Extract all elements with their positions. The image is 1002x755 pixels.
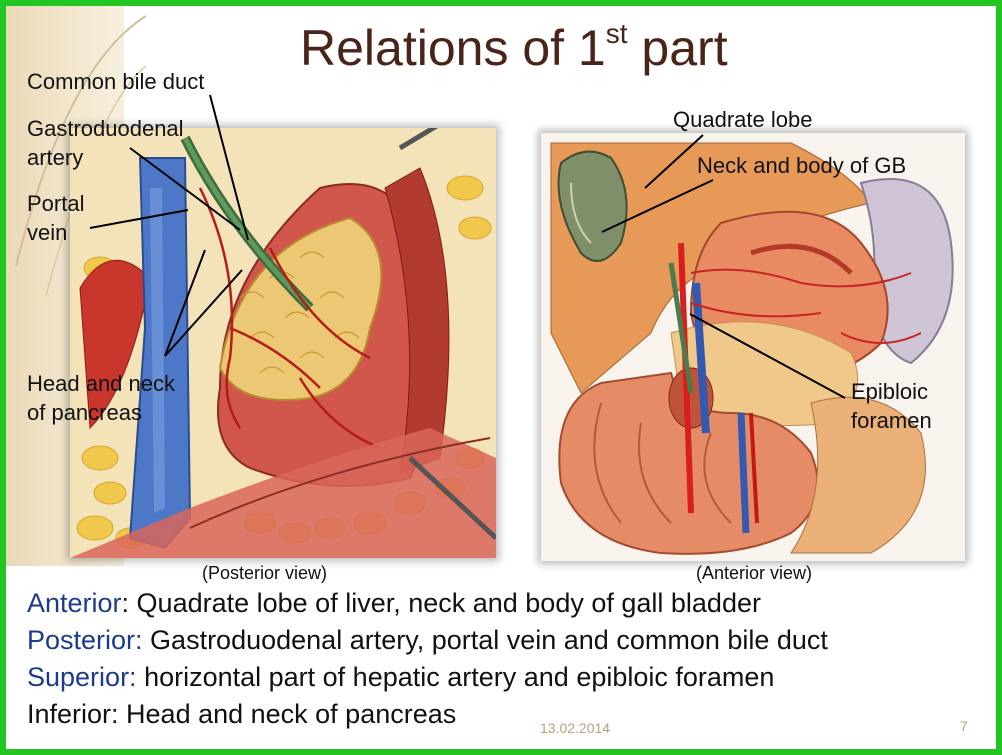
label-epiploic-foramen: Epibloic foramen: [851, 377, 932, 435]
label-portal-line2: vein: [27, 218, 84, 247]
anterior-relation: Anterior: Quadrate lobe of liver, neck a…: [27, 585, 977, 622]
anterior-text: : Quadrate lobe of liver, neck and body …: [122, 588, 761, 618]
anterior-view-illustration: [541, 133, 965, 561]
label-epiploic-line1: Epibloic: [851, 377, 932, 406]
posterior-text: Gastroduodenal artery, portal vein and c…: [143, 625, 828, 655]
label-gastroduodenal-artery: Gastroduodenal artery: [27, 114, 184, 172]
label-quadrate-lobe: Quadrate lobe: [673, 105, 812, 134]
label-gastroduodenal-line1: Gastroduodenal: [27, 114, 184, 143]
inferior-relation: Inferior: Head and neck of pancreas: [27, 696, 977, 733]
anterior-view-caption: (Anterior view): [696, 563, 812, 584]
posterior-term: Posterior:: [27, 625, 143, 655]
page-number: 7: [960, 718, 968, 734]
label-portal-vein: Portal vein: [27, 189, 84, 247]
posterior-view-illustration: [70, 128, 496, 558]
superior-term: Superior:: [27, 662, 137, 692]
anterior-term: Anterior: [27, 588, 122, 618]
label-epiploic-line2: foramen: [851, 406, 932, 435]
label-gastroduodenal-line2: artery: [27, 143, 184, 172]
label-head-line2: of pancreas: [27, 398, 175, 427]
superior-text: horizontal part of hepatic artery and ep…: [137, 662, 775, 692]
slide-title: Relations of 1st part: [300, 18, 840, 77]
superior-relation: Superior: horizontal part of hepatic art…: [27, 659, 977, 696]
slide-date: 13.02.2014: [540, 720, 610, 736]
posterior-view-caption: (Posterior view): [202, 563, 327, 584]
label-portal-line1: Portal: [27, 189, 84, 218]
label-common-bile-duct: Common bile duct: [27, 67, 204, 96]
relations-text: Anterior: Quadrate lobe of liver, neck a…: [27, 585, 977, 733]
label-neck-body-gb: Neck and body of GB: [697, 151, 906, 180]
label-head-neck-pancreas: Head and neck of pancreas: [27, 369, 175, 427]
posterior-relation: Posterior: Gastroduodenal artery, portal…: [27, 622, 977, 659]
label-head-line1: Head and neck: [27, 369, 175, 398]
